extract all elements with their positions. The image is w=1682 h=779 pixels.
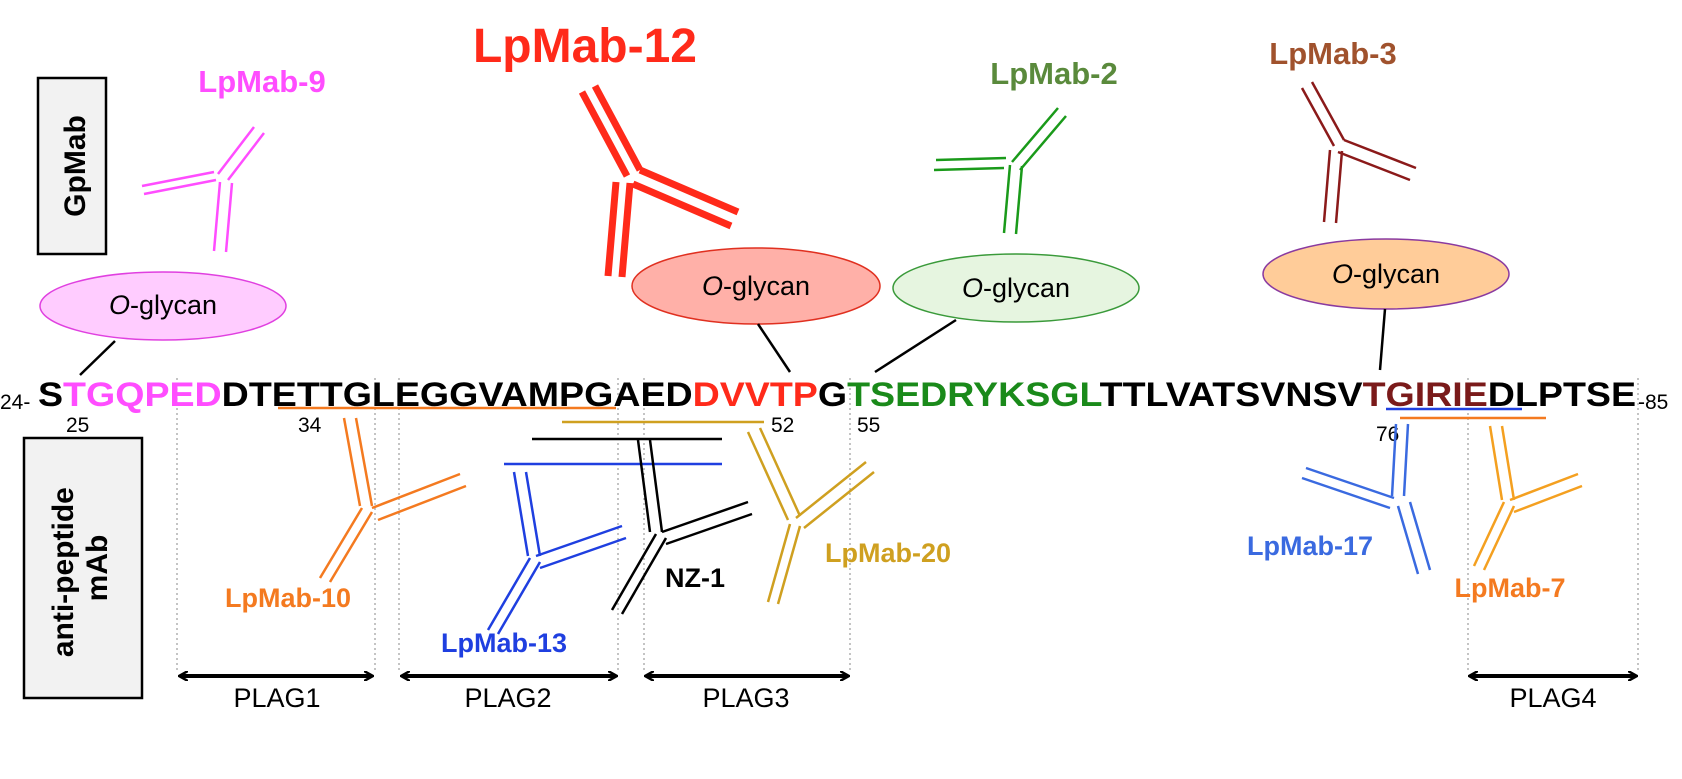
plag3-label: PLAG3 — [702, 683, 789, 713]
lpmab-9-label: LpMab-9 — [198, 64, 325, 99]
position-label-55: 55 — [857, 414, 880, 437]
sequence-segment: TTLVATSVNSV — [1100, 376, 1363, 414]
lpmab-17-label: LpMab-17 — [1247, 531, 1373, 561]
plag2-label: PLAG2 — [464, 683, 551, 713]
position-label-25: 25 — [66, 414, 89, 437]
lpmab-7-antibody — [1472, 425, 1583, 571]
lpmab-2-antibody — [933, 107, 1067, 235]
peptide-mab-labels: LpMab-10 LpMab-13 NZ-1 LpMab-20 LpMab-17… — [225, 531, 1566, 658]
epitope-underlines — [278, 406, 1546, 466]
lpmab-9-antibody — [141, 126, 265, 253]
nz-1-antibody — [610, 439, 753, 615]
lpmab-17-antibody — [1301, 423, 1432, 575]
lpmab-3-antibody — [1300, 81, 1417, 224]
sequence-segment: DLPTSE — [1488, 376, 1636, 414]
sequence-segment: TGIRIE — [1363, 376, 1488, 414]
svg-text:O-glycan: O-glycan — [702, 271, 810, 301]
plag-labels: PLAG1 PLAG2 PLAG3 PLAG4 — [233, 683, 1596, 713]
lpmab-10-antibody — [318, 417, 467, 583]
lpmab-20-label: LpMab-20 — [825, 538, 951, 568]
gpmab-side-label-text: GpMab — [59, 115, 92, 217]
sequence-start-label: 24- — [0, 391, 30, 414]
sequence-segment: S — [38, 376, 63, 414]
lpmab-12-label: LpMab-12 — [473, 20, 697, 73]
sequence-segment: DVVTP — [693, 376, 818, 414]
svg-text:O-glycan: O-glycan — [1332, 259, 1440, 289]
guide-lines — [176, 378, 1639, 672]
lpmab-13-label: LpMab-13 — [441, 628, 567, 658]
lpmab-10-label: LpMab-10 — [225, 583, 351, 613]
lpmab-7-label: LpMab-7 — [1455, 573, 1566, 603]
position-label-34: 34 — [298, 414, 322, 437]
nz-1-label: NZ-1 — [665, 563, 725, 593]
o-glycan-4: O-glycan — [1262, 238, 1510, 310]
position-label-52: 52 — [771, 414, 794, 437]
sequence-segment: G — [818, 376, 847, 414]
o-glycan-2: O-glycan — [631, 247, 881, 325]
gpmab-labels: LpMab-9 LpMab-12 LpMab-2 LpMab-3 — [198, 20, 1396, 99]
svg-text:O-glycan: O-glycan — [109, 290, 217, 320]
gpmab-side-label: GpMab — [36, 76, 108, 256]
lpmab-20-antibody — [746, 427, 875, 605]
sequence-segment: TSEDRYKSGL — [847, 376, 1101, 414]
plag1-label: PLAG1 — [233, 683, 320, 713]
plag4-label: PLAG4 — [1509, 683, 1596, 713]
glycan-connectors — [79, 308, 1387, 376]
position-label-76: 76 — [1376, 423, 1399, 446]
sequence-end-label: -85 — [1638, 391, 1668, 414]
o-glycan-1: O-glycan — [39, 271, 287, 341]
lpmab-2-label: LpMab-2 — [990, 56, 1117, 91]
svg-text:O-glycan: O-glycan — [962, 273, 1070, 303]
o-glycan-3: O-glycan — [892, 253, 1140, 323]
position-labels: 25 34 52 55 76 — [66, 414, 1399, 446]
lpmab-12-antibody — [578, 84, 740, 278]
lpmab-3-label: LpMab-3 — [1269, 36, 1396, 71]
lpmab-13-antibody — [486, 471, 627, 635]
anti-peptide-side-label: anti-peptide mAb — [22, 436, 144, 700]
sequence-segment: TGQPED — [63, 376, 222, 414]
anti-peptide-side-label-text: anti-peptide mAb — [47, 479, 114, 657]
